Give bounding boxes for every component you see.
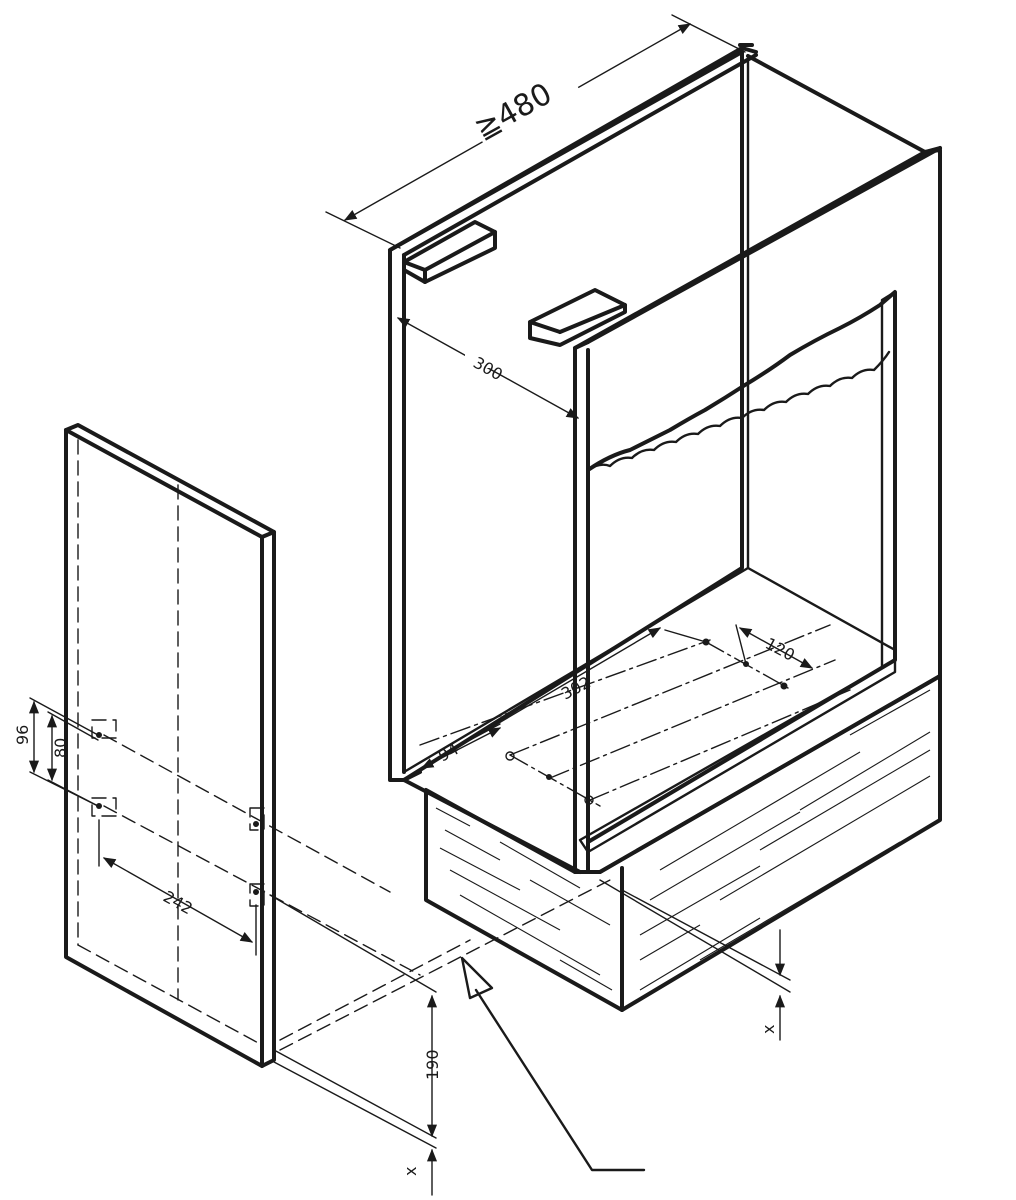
- dim-x-right: x: [759, 1025, 778, 1034]
- side-panel: [64, 423, 421, 1068]
- floor-hole-pattern: [419, 624, 851, 807]
- dim-80: 80: [51, 738, 70, 758]
- dim-190: 190: [423, 1049, 442, 1080]
- dim-120: 120: [762, 634, 798, 665]
- dim-x-bottom: x: [401, 1167, 420, 1176]
- cabinet-carcass: 302 120 94 300 ≧480: [325, 14, 942, 1012]
- side-panel-dimensions: 96 80 242: [13, 697, 257, 956]
- hinge-marks: [91, 719, 265, 907]
- plinth: [424, 674, 942, 1012]
- dim-96: 96: [13, 725, 32, 745]
- lower-dimensions: 190 x x: [269, 879, 791, 1196]
- wood-grain: [435, 689, 931, 991]
- pointer-triangle: [460, 956, 494, 1000]
- dim-94: 94: [435, 739, 462, 765]
